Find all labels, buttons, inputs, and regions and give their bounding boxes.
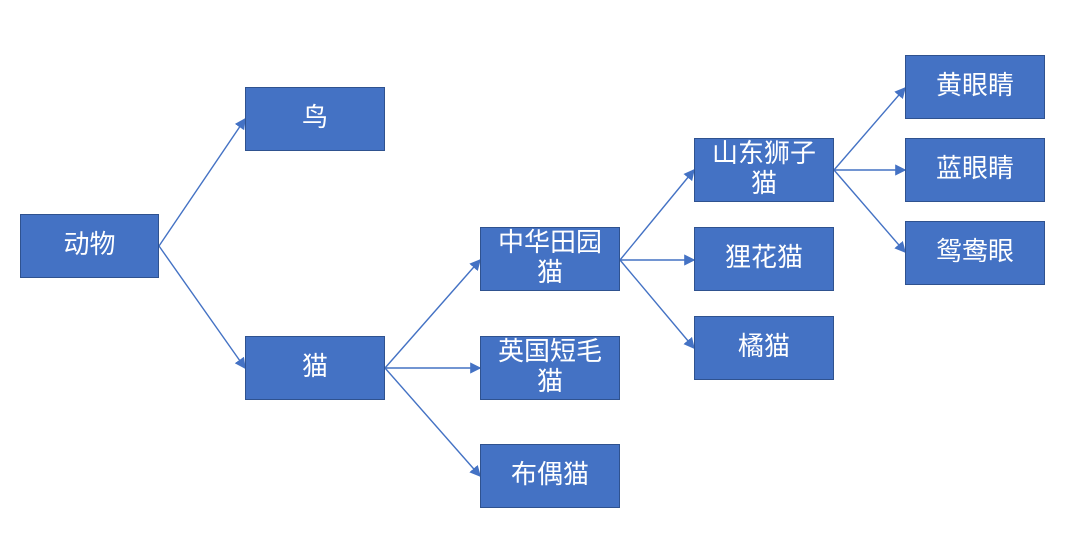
node-cat: 猫 (245, 336, 385, 400)
node-dragon-li: 狸花猫 (694, 227, 834, 291)
node-odd-eyes: 鸳鸯眼 (905, 221, 1045, 285)
node-animal-label: 动物 (63, 230, 116, 261)
node-odd-eyes-label: 鸳鸯眼 (935, 237, 1014, 268)
node-bird: 鸟 (245, 87, 385, 151)
node-shandong-lion-cat: 山东狮子猫 (694, 138, 834, 202)
connector-animal-to-cat (158, 245, 246, 370)
connector-shandong-lion-cat-to-odd-eyes (833, 169, 906, 254)
connector-animal-to-bird (158, 117, 246, 247)
node-orange-cat: 橘猫 (694, 316, 834, 380)
node-british-shorthair-label: 英国短毛猫 (497, 337, 602, 397)
node-bird-label: 鸟 (301, 103, 328, 134)
node-chinese-rural-cat-label: 中华田园猫 (497, 228, 602, 288)
node-yellow-eyes: 黄眼睛 (905, 55, 1045, 119)
node-yellow-eyes-label: 黄眼睛 (935, 71, 1014, 102)
node-dragon-li-label: 狸花猫 (724, 243, 803, 274)
connector-shandong-lion-cat-to-yellow-eyes (833, 86, 906, 171)
node-animal: 动物 (20, 214, 159, 278)
connector-cat-to-chinese-rural-cat (384, 258, 481, 369)
connector-chinese-rural-cat-to-orange-cat (619, 259, 695, 350)
node-chinese-rural-cat: 中华田园猫 (480, 227, 620, 291)
node-blue-eyes-label: 蓝眼睛 (935, 154, 1014, 185)
node-shandong-lion-cat-label: 山东狮子猫 (711, 139, 816, 199)
node-blue-eyes: 蓝眼睛 (905, 138, 1045, 202)
node-cat-label: 猫 (301, 352, 328, 383)
node-british-shorthair: 英国短毛猫 (480, 336, 620, 400)
node-ragdoll-label: 布偶猫 (510, 460, 589, 491)
connector-cat-to-ragdoll (384, 367, 481, 478)
node-orange-cat-label: 橘猫 (737, 332, 790, 363)
connector-chinese-rural-cat-to-shandong-lion-cat (619, 168, 695, 261)
node-ragdoll: 布偶猫 (480, 444, 620, 508)
